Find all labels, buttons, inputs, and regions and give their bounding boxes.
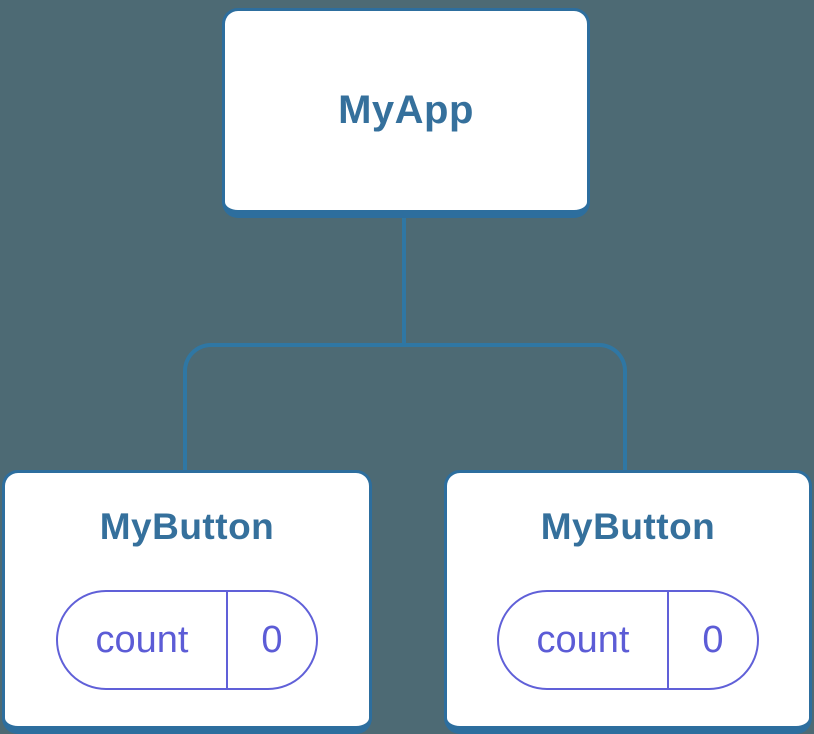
- state-pill: count 0: [497, 590, 759, 690]
- state-key: count: [58, 592, 228, 688]
- state-key: count: [499, 592, 669, 688]
- tree-connector-stem: [402, 214, 406, 345]
- child-component-card-right: MyButton count 0: [444, 470, 812, 734]
- state-value: 0: [261, 618, 283, 661]
- child-component-card-left: MyButton count 0: [2, 470, 372, 734]
- root-component-card: MyApp: [222, 8, 590, 218]
- tree-connector-bracket: [183, 343, 627, 473]
- child-component-label: MyButton: [540, 506, 716, 547]
- child-component-label: MyButton: [99, 506, 275, 547]
- state-value: 0: [702, 618, 724, 661]
- state-pill: count 0: [56, 590, 318, 690]
- root-component-label: MyApp: [338, 88, 474, 132]
